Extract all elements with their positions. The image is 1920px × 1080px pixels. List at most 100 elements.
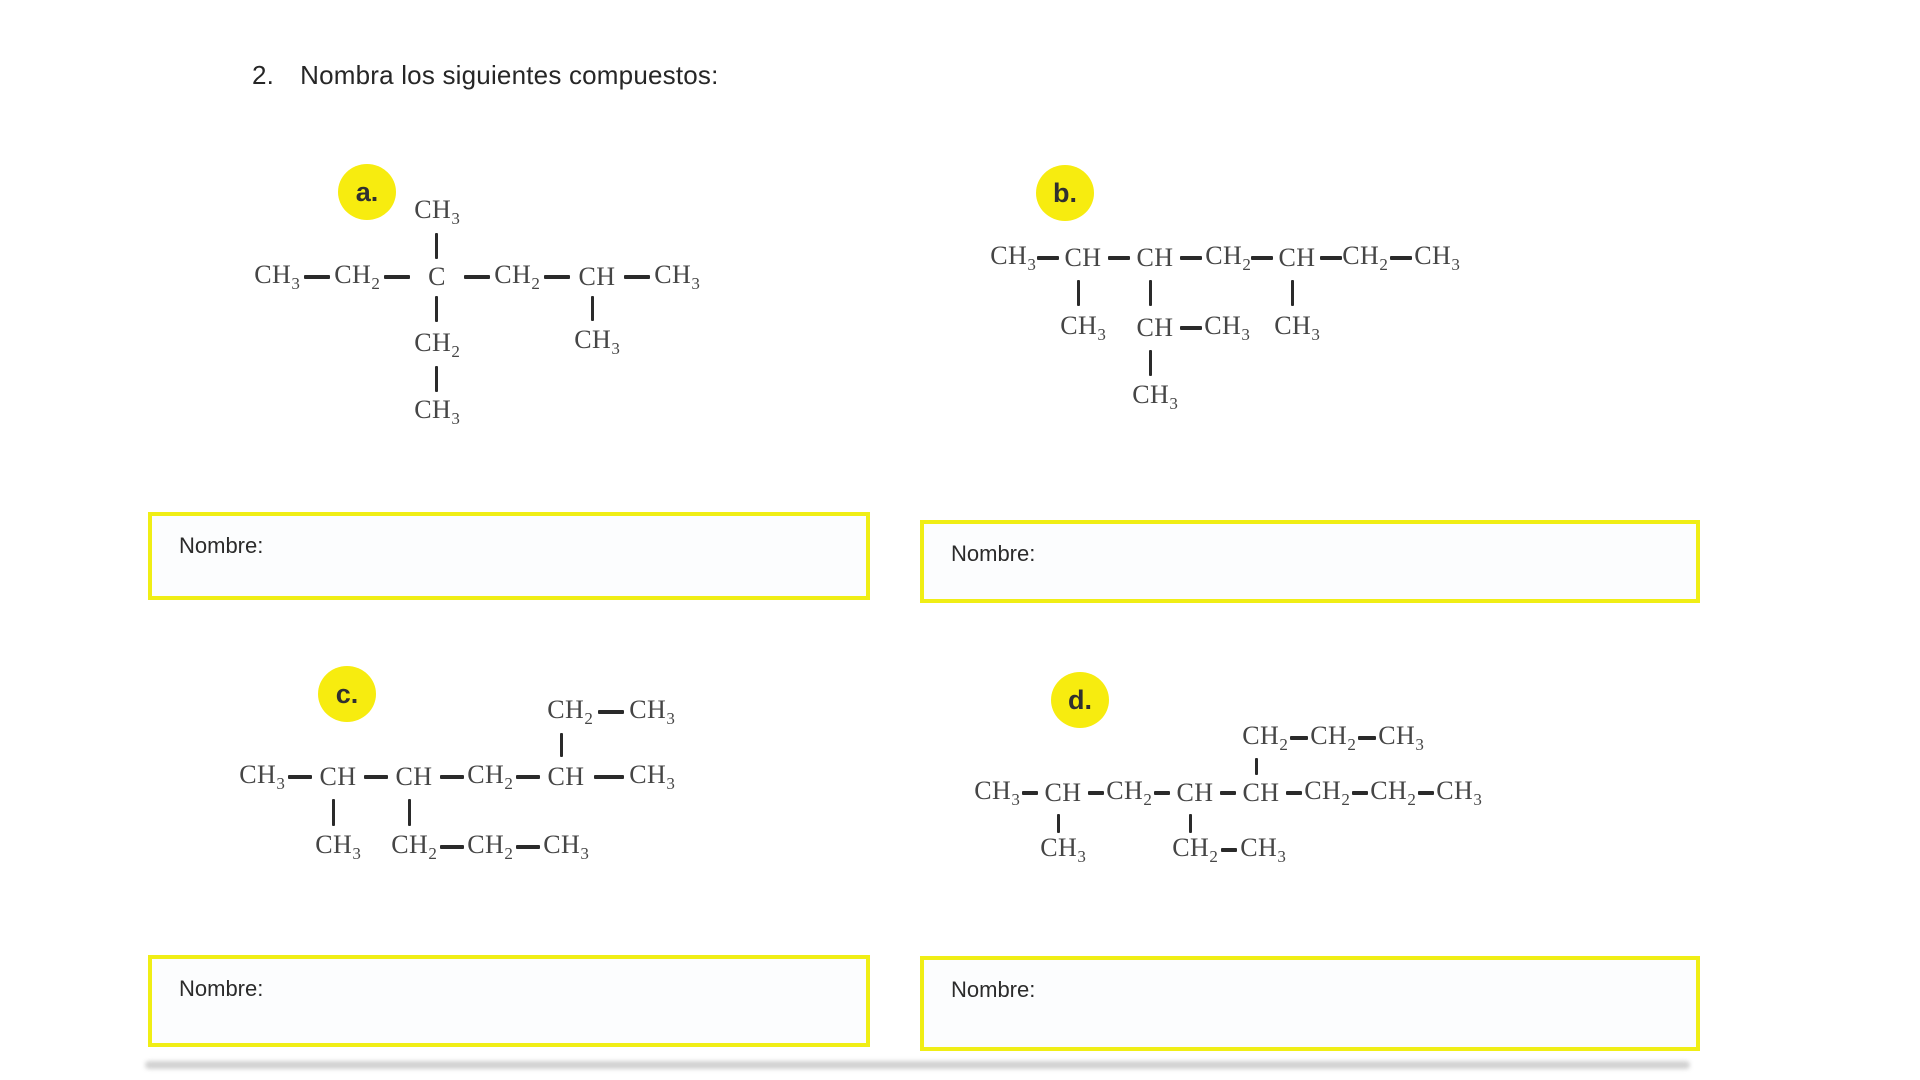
bond-h xyxy=(384,275,410,279)
formula-token: CH3 xyxy=(239,760,285,793)
formula-token: CH xyxy=(319,762,357,791)
bond-h xyxy=(304,275,330,279)
formula-token: CH3 xyxy=(629,760,675,793)
formula-token: CH3 xyxy=(654,260,700,293)
exercise-title: 2. Nombra los siguientes compuestos: xyxy=(252,60,719,91)
answer-box-c-label: Nombre: xyxy=(179,976,264,1001)
formula-token: CH2 xyxy=(1370,776,1416,809)
formula-token: CH3 xyxy=(414,395,460,428)
bond-v xyxy=(332,799,335,826)
formula-token: CH3 xyxy=(1274,311,1320,344)
bond-h xyxy=(1352,791,1368,795)
formula-token: CH3 xyxy=(1132,380,1178,413)
answer-box-c[interactable]: Nombre: xyxy=(148,955,870,1047)
formula-token: CH2 xyxy=(1342,241,1388,274)
bond-h xyxy=(440,775,464,779)
formula-token: CH2 xyxy=(334,260,380,293)
answer-box-b-label: Nombre: xyxy=(951,541,1036,566)
bond-h xyxy=(288,775,312,779)
formula-token: CH xyxy=(1278,243,1316,272)
formula-token: CH2 xyxy=(414,328,460,361)
exercise-number: 2. xyxy=(252,60,275,90)
bond-v xyxy=(1291,280,1294,306)
bond-h xyxy=(1022,791,1038,795)
bond-v xyxy=(435,233,438,259)
bond-h xyxy=(1037,256,1059,260)
formula-token: CH2 xyxy=(467,760,513,793)
bond-h xyxy=(1220,791,1236,795)
formula-token: CH xyxy=(1064,243,1102,272)
exercise-text: Nombra los siguientes compuestos: xyxy=(300,60,719,90)
formula-token: CH3 xyxy=(1240,833,1286,866)
formula-token: CH2 xyxy=(547,695,593,728)
structure-a-badge: a. xyxy=(338,164,396,220)
bond-h xyxy=(516,775,540,779)
formula-token: CH3 xyxy=(543,830,589,863)
bond-v xyxy=(1057,814,1060,833)
formula-token: CH3 xyxy=(974,776,1020,809)
bond-v xyxy=(1149,350,1152,376)
bond-h xyxy=(598,710,624,714)
formula-token: CH3 xyxy=(1414,241,1460,274)
formula-token: CH2 xyxy=(1242,721,1288,754)
bond-h xyxy=(1390,256,1412,260)
formula-token: CH3 xyxy=(254,260,300,293)
formula-token: CH2 xyxy=(1310,721,1356,754)
formula-token: CH2 xyxy=(1304,776,1350,809)
formula-token: CH xyxy=(1136,313,1174,342)
formula-token: CH xyxy=(1044,778,1082,807)
formula-token: CH xyxy=(547,762,585,791)
formula-token: CH xyxy=(1176,778,1214,807)
bond-h xyxy=(1154,791,1170,795)
answer-box-d-label: Nombre: xyxy=(951,977,1036,1002)
structure-c-badge: c. xyxy=(318,666,376,722)
bond-v xyxy=(560,733,563,757)
formula-token: CH3 xyxy=(990,241,1036,274)
formula-token: CH xyxy=(395,762,433,791)
bond-v xyxy=(435,296,438,322)
bond-h xyxy=(1320,256,1342,260)
bond-h xyxy=(516,845,540,849)
bond-v xyxy=(591,296,594,321)
formula-token: CH3 xyxy=(574,325,620,358)
formula-token: CH3 xyxy=(1436,776,1482,809)
bond-h xyxy=(1286,791,1302,795)
bond-h xyxy=(464,275,490,279)
formula-token: CH2 xyxy=(467,830,513,863)
formula-token: CH3 xyxy=(315,830,361,863)
formula-token: CH2 xyxy=(1205,241,1251,274)
bond-h xyxy=(1251,256,1273,260)
bond-h xyxy=(1418,791,1434,795)
formula-token: CH3 xyxy=(1204,311,1250,344)
formula-token: CH3 xyxy=(1378,721,1424,754)
formula-token: CH xyxy=(1242,778,1280,807)
formula-token: CH2 xyxy=(1172,833,1218,866)
answer-box-d[interactable]: Nombre: xyxy=(920,956,1700,1051)
bond-h xyxy=(1180,326,1202,330)
bond-v xyxy=(1149,280,1152,306)
bond-h xyxy=(1358,736,1376,740)
bond-h xyxy=(440,845,464,849)
bond-h xyxy=(1088,791,1104,795)
bond-v xyxy=(435,366,438,392)
formula-token: CH xyxy=(578,262,616,291)
page-edge-shadow xyxy=(145,1061,1690,1069)
bond-h xyxy=(594,775,624,779)
formula-token: CH3 xyxy=(414,195,460,228)
bond-h xyxy=(364,775,388,779)
formula-token: CH3 xyxy=(629,695,675,728)
answer-box-a[interactable]: Nombre: xyxy=(148,512,870,600)
answer-box-b[interactable]: Nombre: xyxy=(920,520,1700,603)
formula-token: CH2 xyxy=(391,830,437,863)
bond-v xyxy=(1077,280,1080,306)
bond-h xyxy=(1290,736,1308,740)
bond-h xyxy=(1221,848,1237,852)
structure-d-badge: d. xyxy=(1051,672,1109,728)
formula-token: CH2 xyxy=(1106,776,1152,809)
structure-b-badge: b. xyxy=(1036,165,1094,221)
formula-token: C xyxy=(428,262,446,291)
bond-h xyxy=(1180,256,1202,260)
bond-h xyxy=(624,275,650,279)
formula-token: CH xyxy=(1136,243,1174,272)
